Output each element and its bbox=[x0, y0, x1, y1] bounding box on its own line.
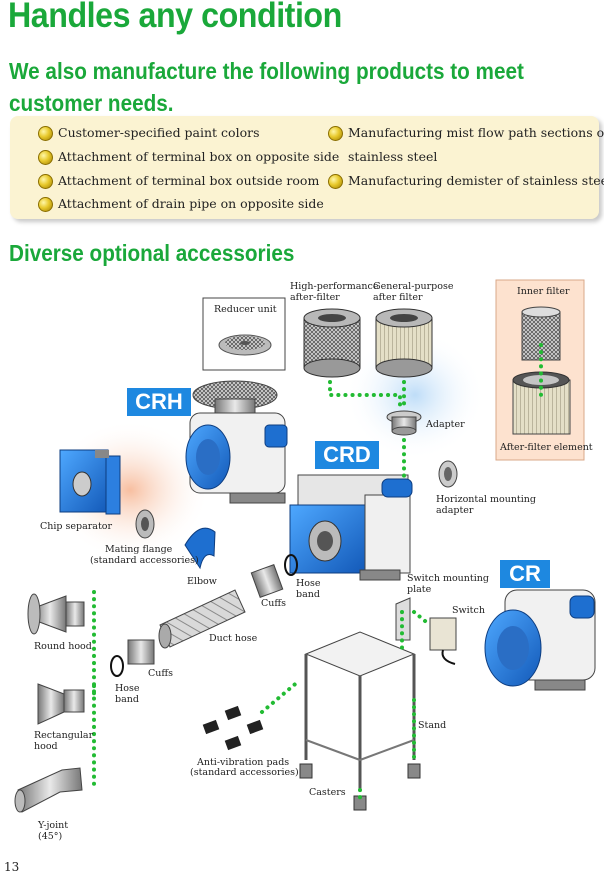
page-number: 13 bbox=[4, 860, 20, 874]
label-hp-filter-1: High-performance bbox=[290, 281, 379, 292]
hose-band-upper-icon bbox=[284, 554, 298, 576]
label-chip-separator: Chip separator bbox=[40, 521, 113, 532]
bullet-icon bbox=[38, 174, 53, 189]
connector-lines bbox=[92, 343, 543, 802]
model-badge-cr: CR bbox=[500, 560, 550, 588]
cr-unit bbox=[484, 589, 596, 691]
section-title: Diverse optional accessories bbox=[9, 240, 295, 266]
label-hose-band-lower-2: band bbox=[115, 694, 139, 705]
subtitle-text: We also manufacture the following produc… bbox=[9, 58, 524, 116]
label-hose-band-upper-1: Hose bbox=[296, 578, 321, 589]
model-badge-crd: CRD bbox=[315, 441, 379, 469]
cuffs-lower-icon bbox=[127, 639, 155, 665]
label-hp-filter-2: after-filter bbox=[290, 292, 340, 303]
product-item: Customer-specified paint colors bbox=[58, 125, 260, 140]
label-yjoint-2: (45°) bbox=[38, 831, 63, 842]
label-horizontal-1: Horizontal mounting bbox=[436, 494, 536, 505]
product-item: stainless steel bbox=[348, 149, 438, 164]
pad-icon bbox=[246, 719, 264, 735]
label-round-hood: Round hood bbox=[34, 641, 92, 652]
custom-products-box: Customer-specified paint colors Attachme… bbox=[10, 116, 604, 219]
label-switch-plate-1: Switch mounting bbox=[407, 573, 489, 584]
model-badge-crh: CRH bbox=[127, 388, 191, 416]
label-mating-1: Mating flange bbox=[105, 544, 173, 555]
label-mating-2: (standard accessories) bbox=[90, 555, 199, 566]
crh-unit bbox=[185, 380, 288, 504]
rectangular-hood-icon bbox=[37, 683, 65, 725]
product-item: Attachment of terminal box on opposite s… bbox=[58, 149, 340, 164]
page-subtitle: We also manufacture the following produc… bbox=[9, 55, 567, 119]
label-inner-filter: Inner filter bbox=[517, 286, 570, 297]
chip-separator-icon bbox=[59, 449, 121, 515]
caster-icon bbox=[299, 763, 313, 779]
label-rect-hood-2: hood bbox=[34, 741, 58, 752]
caster-icon bbox=[407, 763, 421, 779]
label-anti-vib-2: (standard accessories) bbox=[190, 767, 299, 778]
reducer-panel bbox=[202, 297, 286, 371]
stand-icon bbox=[304, 631, 416, 790]
label-anti-vib-1: Anti-vibration pads bbox=[197, 757, 290, 768]
label-casters: Casters bbox=[309, 787, 346, 798]
bullet-icon bbox=[38, 126, 53, 141]
label-reducer-unit: Reducer unit bbox=[214, 304, 277, 315]
label-hose-band-lower-1: Hose bbox=[115, 683, 140, 694]
product-item: Manufacturing mist flow path sections of bbox=[348, 125, 604, 140]
label-switch: Switch bbox=[452, 605, 485, 616]
hose-band-lower-icon bbox=[110, 655, 124, 677]
label-adapter: Adapter bbox=[426, 419, 465, 430]
product-item: Attachment of terminal box outside room bbox=[58, 173, 320, 188]
label-gp-filter-2: after filter bbox=[373, 292, 423, 303]
crd-unit bbox=[289, 474, 413, 581]
label-hose-band-upper-2: band bbox=[296, 589, 320, 600]
pad-icon bbox=[224, 705, 242, 721]
label-after-filter-element: After-filter element bbox=[500, 442, 593, 453]
pad-icon bbox=[202, 719, 220, 735]
product-item: Manufacturing demister of stainless stee… bbox=[348, 173, 604, 188]
y-joint-icon bbox=[17, 767, 83, 813]
label-duct-hose: Duct hose bbox=[209, 633, 258, 644]
elbow-icon bbox=[184, 527, 216, 570]
label-cuffs-lower: Cuffs bbox=[148, 668, 174, 679]
label-horizontal-2: adapter bbox=[436, 505, 474, 516]
label-gp-filter-1: General-purpose bbox=[373, 281, 454, 292]
pad-icon bbox=[224, 735, 242, 751]
switch-icon bbox=[429, 617, 457, 651]
page-title: Handles any condition bbox=[8, 0, 342, 35]
bullet-icon bbox=[38, 197, 53, 212]
label-elbow: Elbow bbox=[187, 576, 217, 587]
label-cuffs-upper: Cuffs bbox=[261, 598, 287, 609]
label-switch-plate-2: plate bbox=[407, 584, 432, 595]
label-stand: Stand bbox=[418, 720, 447, 731]
bullet-icon bbox=[328, 174, 343, 189]
label-rect-hood-1: Rectangular bbox=[34, 730, 94, 741]
bullet-icon bbox=[38, 150, 53, 165]
cuffs-upper-icon bbox=[250, 564, 284, 598]
product-item: Attachment of drain pipe on opposite sid… bbox=[58, 196, 324, 211]
bullet-icon bbox=[328, 126, 343, 141]
label-yjoint-1: Y-joint bbox=[38, 820, 69, 831]
